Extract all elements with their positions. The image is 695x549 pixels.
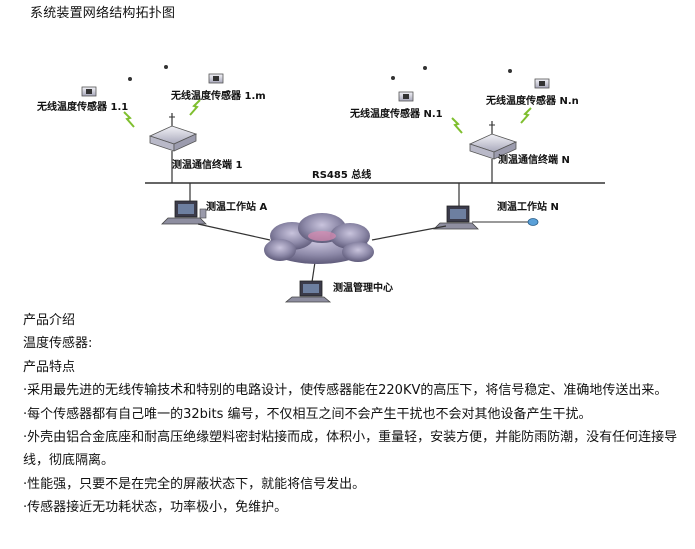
- features-heading: 产品特点: [23, 359, 76, 375]
- terminal-1-device-icon: [148, 113, 198, 152]
- feature-item: ·采用最先进的无线传输技术和特别的电路设计，使传感器能在220KV的高压下，将信…: [23, 383, 668, 399]
- wireless-signal-icon: [520, 107, 532, 124]
- sensor-label-n-n: 无线温度传感器 N.n: [485, 94, 579, 107]
- terminal-1-label: 测温通信终端 1: [172, 158, 242, 171]
- sensor-label-1-m: 无线温度传感器 1.m: [170, 89, 266, 102]
- workstation-n-cloud-link: [371, 225, 447, 241]
- intro-heading: 产品介绍: [23, 313, 76, 328]
- intro-subheading: 温度传感器:: [23, 336, 93, 352]
- cloud-center-link: [311, 261, 316, 283]
- workstation-n-computer-icon: [433, 205, 479, 230]
- sensor-icon: [208, 73, 224, 84]
- wireless-signal-icon: [451, 117, 463, 134]
- sensor-label-n-1: 无线温度传感器 N.1: [349, 107, 443, 120]
- workstation-a-label: 测温工作站 A: [206, 200, 267, 213]
- management-center-label: 测温管理中心: [333, 281, 393, 294]
- sensor-icon: [534, 78, 550, 89]
- management-center-computer-icon: [284, 280, 332, 303]
- feature-item: ·传感器接近无功耗状态，功率极小，免维护。: [23, 500, 288, 516]
- network-cloud-icon: [264, 213, 374, 264]
- dot-marker: [164, 65, 168, 69]
- workstation-a-computer-icon: [161, 200, 207, 225]
- wireless-signal-icon: [189, 99, 201, 116]
- workstation-n-label: 测温工作站 N: [497, 200, 559, 213]
- network-topology-diagram: 无线温度传感器 1.1 无线温度传感器 1.m 测温通信终端 1 无线温度传感器…: [36, 65, 605, 303]
- workstation-a-cloud-link: [197, 223, 271, 241]
- dot-marker: [391, 76, 395, 80]
- terminal-n-label: 测温通信终端 N: [498, 153, 570, 166]
- dot-marker: [508, 69, 512, 73]
- sensor-icon: [398, 91, 414, 102]
- feature-item: ·每个传感器都有自己唯一的32bits 编号，不仅相互之间不会产生干扰也不会对其…: [23, 406, 592, 422]
- sensor-label-1-1: 无线温度传感器 1.1: [36, 100, 128, 113]
- feature-item: ·外壳由铝合金底座和耐高压绝缘塑料密封粘接而成，体积小，重量轻，安装方便，并能防…: [23, 430, 678, 469]
- dot-marker: [128, 77, 132, 81]
- terminal-n-device-icon: [468, 121, 518, 160]
- feature-item: ·性能强，只要不是在完全的屏蔽状态下，就能将信号发出。: [23, 476, 366, 492]
- endpoint-node-icon: [527, 218, 539, 226]
- dot-marker: [423, 66, 427, 70]
- product-intro-section: 产品介绍 温度传感器: 产品特点 ·采用最先进的无线传输技术和特别的电路设计，使…: [23, 309, 683, 520]
- page-title: 系统装置网络结构拓扑图: [30, 6, 176, 21]
- sensor-icon: [81, 86, 97, 97]
- wireless-signal-icon: [123, 111, 135, 128]
- bus-label: RS485 总线: [312, 168, 371, 181]
